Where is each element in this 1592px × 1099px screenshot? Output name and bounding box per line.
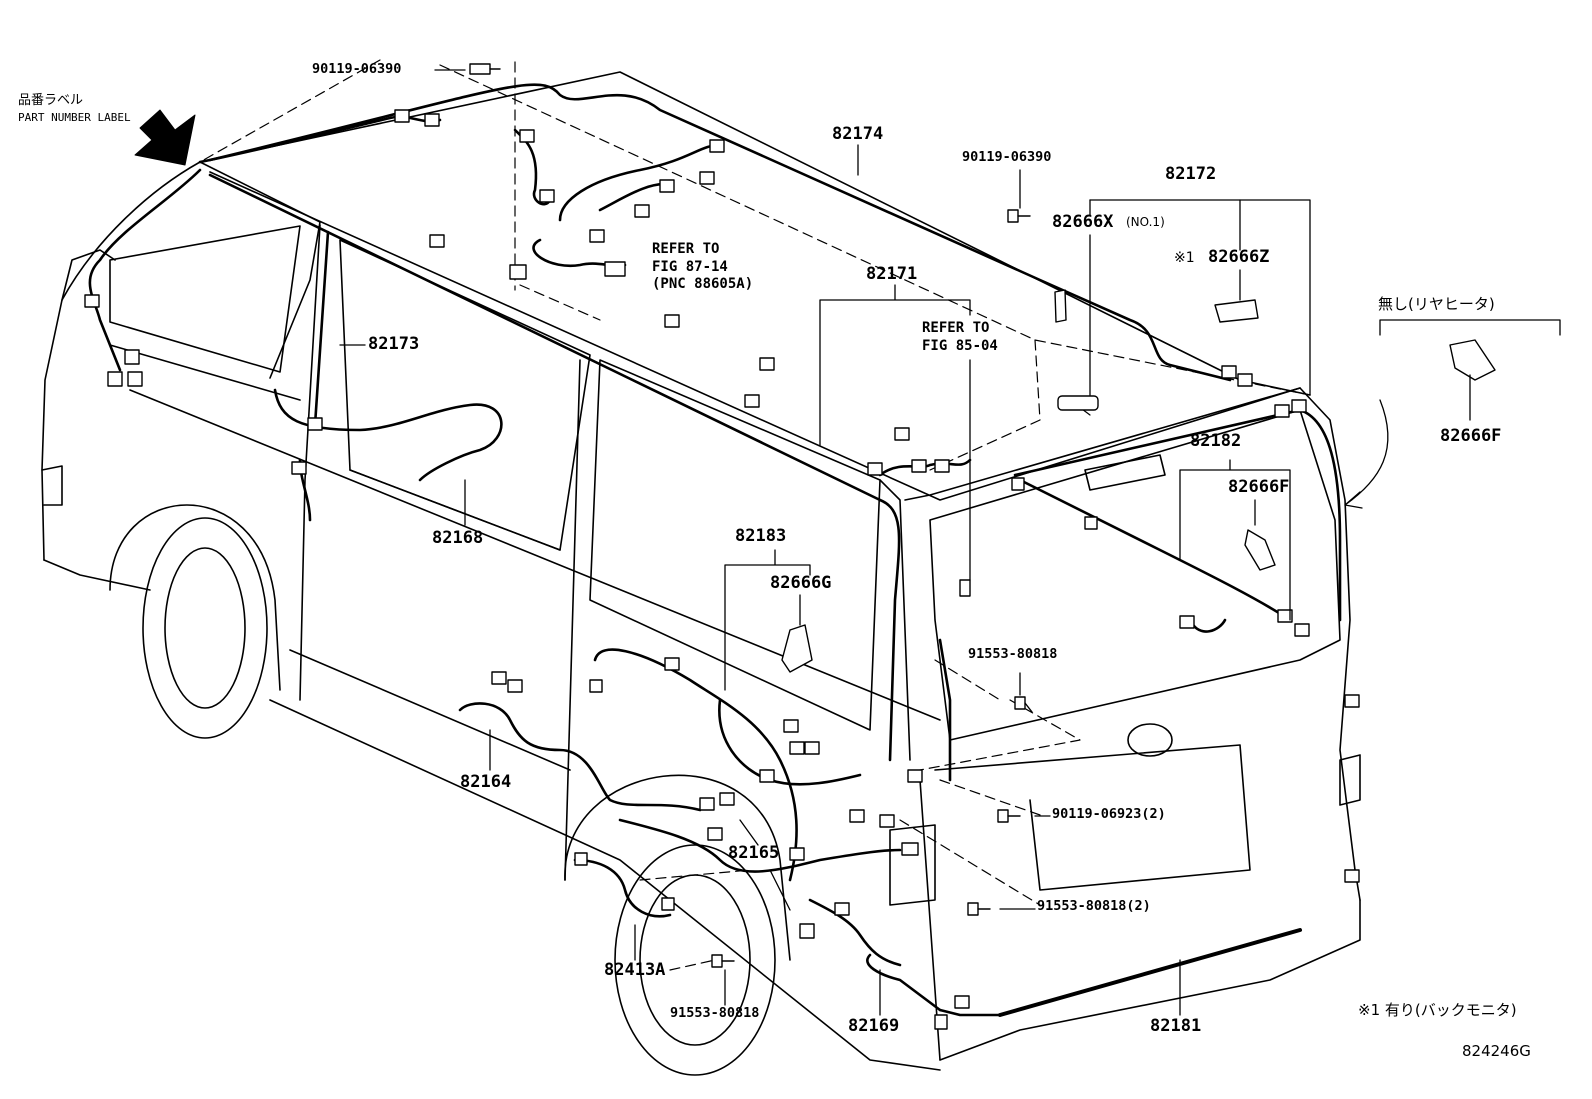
part-82165[interactable]: 82165 [728, 843, 780, 863]
part-90119-06390-top[interactable]: 90119-06390 [312, 61, 402, 77]
part-82171[interactable]: 82171 [866, 264, 918, 284]
refer-line-2: FIG 85-04 [922, 337, 998, 354]
refer-line-1: REFER TO [652, 241, 720, 257]
part-82181[interactable]: 82181 [1150, 1016, 1202, 1036]
part-90119-06923[interactable]: 90119-06923(2) [1052, 806, 1166, 822]
refer-fig-85-04: REFER TO FIG 85-04 [922, 320, 998, 355]
part-82413a[interactable]: 82413A [604, 960, 666, 980]
part-82172[interactable]: 82172 [1165, 164, 1217, 184]
dashed-leaders [199, 59, 1311, 971]
part-82666z-mark: ※1 [1174, 250, 1195, 266]
leader-lines [339, 69, 1561, 1016]
footnote-back-monitor: ※1 有り(バックモニタ) [1358, 1001, 1517, 1019]
part-number-label-en: PART NUMBER LABEL [18, 111, 131, 124]
part-82666x-note: (NO.1) [1126, 215, 1165, 229]
refer-line-1: REFER TO [922, 320, 990, 336]
part-82173[interactable]: 82173 [368, 334, 420, 354]
no-rear-heater-label: 無し(リヤヒータ) [1378, 295, 1495, 313]
clamps [781, 289, 1496, 673]
part-82182[interactable]: 82182 [1190, 431, 1242, 451]
part-91553-80818-a[interactable]: 91553-80818 [968, 646, 1058, 662]
part-82168[interactable]: 82168 [432, 528, 484, 548]
part-82666g[interactable]: 82666G [770, 573, 832, 593]
connectors [84, 109, 1360, 1030]
part-82666f-top[interactable]: 82666F [1440, 426, 1502, 446]
refer-fig-87-14: REFER TO FIG 87-14 (PNC 88605A) [652, 241, 753, 294]
part-82666f-mid[interactable]: 82666F [1228, 477, 1290, 497]
arrow-icon [134, 109, 196, 166]
part-82666z[interactable]: 82666Z [1208, 247, 1270, 267]
part-82666x[interactable]: 82666X [1052, 212, 1114, 232]
part-82183[interactable]: 82183 [735, 526, 787, 546]
van-body-outline [41, 71, 1361, 1076]
part-90119-06390-right[interactable]: 90119-06390 [962, 149, 1052, 165]
part-82164[interactable]: 82164 [460, 772, 512, 792]
refer-line-3: (PNC 88605A) [652, 276, 754, 292]
part-91553-80818-b[interactable]: 91553-80818(2) [1037, 898, 1151, 914]
part-91553-80818-c[interactable]: 91553-80818 [670, 1005, 760, 1021]
part-number-label-jp: 品番ラベル [18, 93, 84, 108]
part-82169[interactable]: 82169 [848, 1016, 900, 1036]
part-82174[interactable]: 82174 [832, 124, 884, 144]
figure-id: 824246G [1462, 1042, 1531, 1060]
refer-line-2: FIG 87-14 [652, 258, 728, 275]
fasteners [469, 63, 1033, 968]
